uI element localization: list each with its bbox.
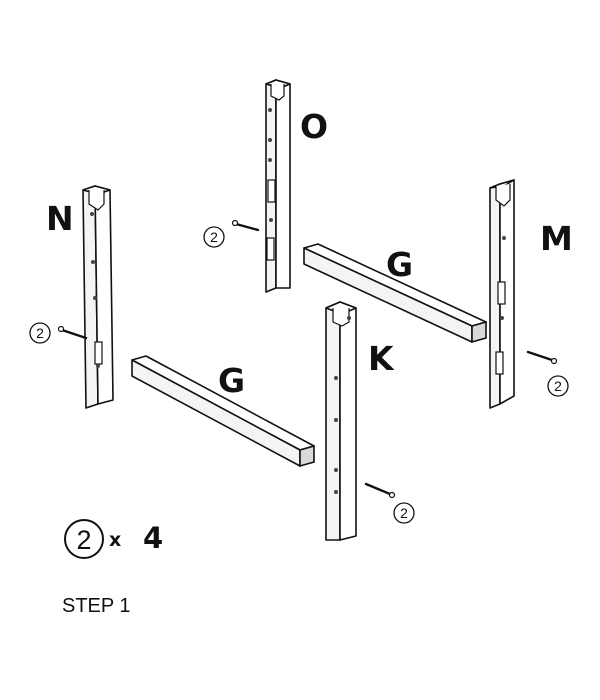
label-m: M	[540, 219, 573, 258]
callout-k-text: 2	[400, 505, 408, 521]
label-g-bottom: G	[218, 361, 245, 400]
callout-n: 2	[29, 322, 51, 344]
label-k: K	[368, 339, 395, 378]
post-o	[265, 79, 291, 293]
callout-m: 2	[547, 375, 569, 397]
screw-k	[364, 482, 396, 499]
callout-m-text: 2	[554, 378, 562, 394]
rail-g-bottom	[131, 355, 315, 468]
label-o: O	[300, 107, 328, 146]
hardware-quantity: 4	[143, 521, 163, 555]
callout-n-text: 2	[36, 325, 44, 341]
hardware-count: 2 x 4	[64, 519, 163, 559]
post-n	[82, 185, 114, 409]
screw-o	[231, 219, 260, 232]
label-g-top: G	[386, 245, 413, 284]
screw-m	[526, 350, 558, 365]
rail-g-top	[303, 243, 487, 344]
callout-o: 2	[203, 226, 225, 248]
callout-k: 2	[393, 502, 415, 524]
label-n: N	[46, 199, 74, 238]
post-k	[325, 301, 357, 541]
step-label: STEP 1	[62, 595, 131, 617]
hardware-times: x	[109, 529, 121, 551]
post-m	[489, 179, 515, 409]
screw-n	[57, 325, 88, 340]
hardware-item: 2	[76, 525, 91, 555]
callout-o-text: 2	[210, 229, 218, 245]
